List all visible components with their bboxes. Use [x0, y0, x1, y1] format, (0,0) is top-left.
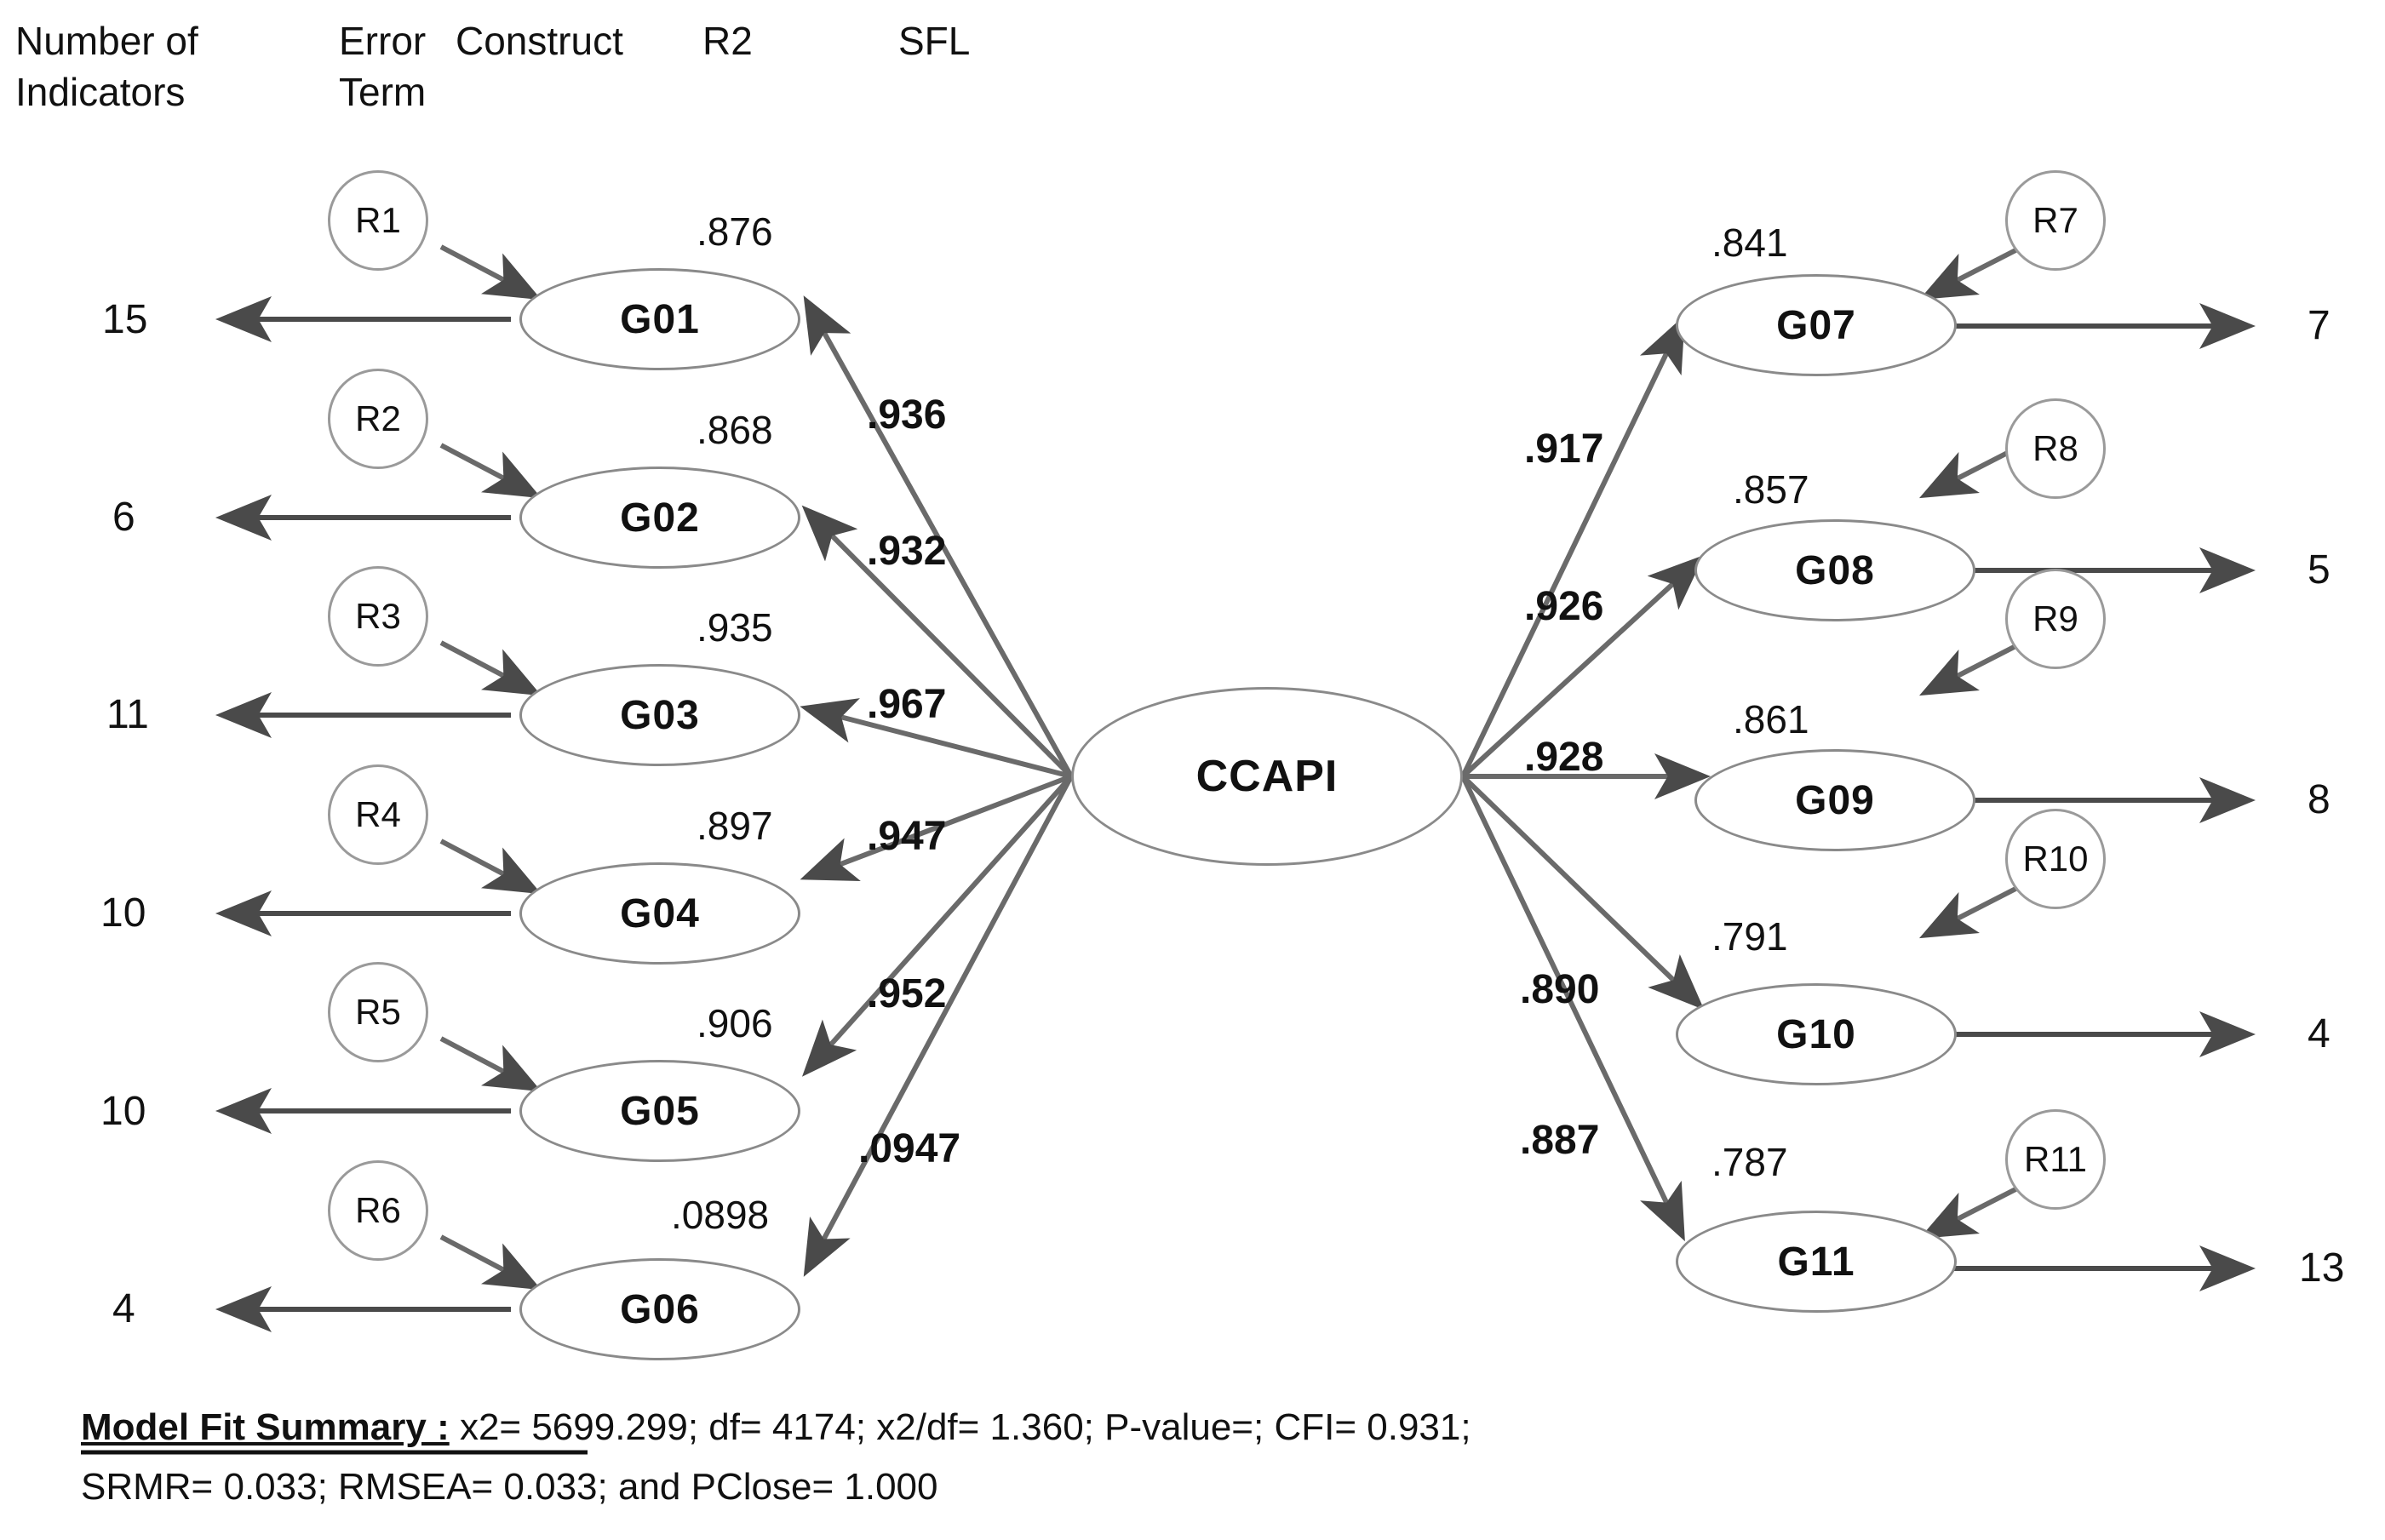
- header-error-term: Error Term: [339, 19, 427, 114]
- construct-label: G11: [1777, 1239, 1855, 1285]
- error-term-r11[interactable]: R11: [2005, 1109, 2106, 1210]
- model-fit-summary-line-1: Model Fit Summary : x2= 5699.299; df= 41…: [81, 1403, 1471, 1452]
- error-term-r4[interactable]: R4: [328, 764, 428, 865]
- construct-label: G03: [620, 692, 700, 738]
- indicator-count-g06: 4: [112, 1286, 135, 1331]
- sfl-value-g01: .936: [867, 392, 947, 438]
- construct-label: G06: [620, 1286, 700, 1332]
- error-term-label: R11: [2024, 1139, 2087, 1179]
- sfl-value-g02: .932: [867, 529, 947, 574]
- construct-label: G04: [620, 890, 700, 936]
- model-fit-summary-title: Model Fit Summary :: [81, 1406, 450, 1448]
- construct-g11[interactable]: G11: [1676, 1211, 1957, 1313]
- error-term-label: R8: [2032, 428, 2078, 468]
- r2-value-g05: .906: [697, 1001, 773, 1045]
- error-term-label: R5: [355, 992, 401, 1032]
- construct-g04[interactable]: G04: [519, 862, 800, 965]
- sfl-value-g03: .967: [867, 682, 947, 727]
- right-error-arrows: [1918, 244, 2024, 1239]
- error-term-label: R10: [2022, 839, 2089, 879]
- error-term-r7[interactable]: R7: [2005, 170, 2106, 271]
- header-r2: R2: [702, 19, 753, 63]
- latent-construct-ccapi[interactable]: CCAPI: [1071, 687, 1463, 866]
- r2-value-g08: .857: [1733, 467, 1809, 512]
- model-fit-summary-line-2: SRMR= 0.033; RMSEA= 0.033; and PClose= 1…: [81, 1466, 938, 1508]
- construct-g01[interactable]: G01: [519, 268, 800, 370]
- sfl-value-g10: .890: [1520, 967, 1600, 1012]
- error-term-label: R7: [2032, 200, 2078, 240]
- r2-value-g09: .861: [1733, 697, 1809, 741]
- sfl-value-g07: .917: [1524, 427, 1604, 472]
- indicator-count-g07: 7: [2308, 303, 2331, 348]
- construct-label: G02: [620, 495, 700, 541]
- sfl-value-g09: .928: [1524, 735, 1604, 780]
- construct-g08[interactable]: G08: [1694, 519, 1975, 621]
- r2-value-g11: .787: [1711, 1140, 1788, 1184]
- indicator-count-g02: 6: [112, 495, 135, 540]
- indicator-count-g03: 11: [106, 692, 149, 737]
- construct-g07[interactable]: G07: [1676, 274, 1957, 376]
- indicator-count-g10: 4: [2308, 1011, 2331, 1056]
- r2-value-g03: .935: [697, 605, 773, 650]
- indicator-count-g11: 13: [2299, 1245, 2345, 1291]
- r2-value-g02: .868: [697, 408, 773, 452]
- header-number-of-indicators: Number of Indicators: [15, 19, 198, 114]
- construct-g06[interactable]: G06: [519, 1258, 800, 1360]
- sfl-value-g11: .887: [1520, 1118, 1600, 1163]
- construct-label: G08: [1795, 547, 1875, 593]
- r2-value-g07: .841: [1711, 220, 1788, 265]
- indicator-count-g04: 10: [100, 890, 146, 936]
- latent-label: CCAPI: [1195, 752, 1339, 801]
- error-term-r8[interactable]: R8: [2005, 398, 2106, 499]
- r2-value-g04: .897: [697, 804, 773, 848]
- indicator-count-g09: 8: [2308, 777, 2331, 822]
- r2-value-g01: .876: [697, 209, 773, 254]
- construct-g02[interactable]: G02: [519, 467, 800, 569]
- error-term-r9[interactable]: R9: [2005, 569, 2106, 669]
- error-term-label: R6: [355, 1190, 401, 1230]
- construct-g05[interactable]: G05: [519, 1060, 800, 1162]
- error-term-r3[interactable]: R3: [328, 566, 428, 667]
- header-construct: Construct: [456, 19, 623, 63]
- left-error-arrows: [439, 244, 542, 1291]
- error-term-label: R4: [355, 794, 401, 834]
- sfl-value-g05: .952: [867, 971, 947, 1016]
- error-term-r6[interactable]: R6: [328, 1160, 428, 1261]
- construct-g03[interactable]: G03: [519, 664, 800, 766]
- construct-g09[interactable]: G09: [1694, 749, 1975, 851]
- construct-label: G01: [620, 296, 700, 342]
- model-fit-summary-values-1: x2= 5699.299; df= 4174; x2/df= 1.360; P-…: [449, 1406, 1471, 1448]
- construct-label: G10: [1776, 1011, 1856, 1057]
- construct-g10[interactable]: G10: [1676, 983, 1957, 1085]
- r2-value-g10: .791: [1711, 914, 1788, 959]
- error-term-label: R9: [2032, 598, 2078, 638]
- error-term-r5[interactable]: R5: [328, 962, 428, 1062]
- construct-label: G09: [1795, 777, 1875, 823]
- indicator-count-g01: 15: [102, 297, 148, 342]
- header-sfl: SFL: [898, 19, 971, 63]
- error-term-label: R3: [355, 596, 401, 636]
- indicator-count-g08: 5: [2308, 547, 2331, 593]
- sfl-value-g06: .0947: [858, 1126, 961, 1171]
- error-term-r1[interactable]: R1: [328, 170, 428, 271]
- error-term-label: R2: [355, 398, 401, 438]
- error-term-label: R1: [355, 200, 401, 240]
- r2-value-g06: .0898: [671, 1193, 770, 1237]
- error-term-r10[interactable]: R10: [2005, 809, 2106, 909]
- construct-label: G05: [620, 1088, 700, 1134]
- sfl-value-g08: .926: [1524, 584, 1604, 629]
- indicator-count-g05: 10: [100, 1089, 146, 1134]
- error-term-r2[interactable]: R2: [328, 369, 428, 469]
- sfl-value-g04: .947: [867, 814, 947, 859]
- construct-label: G07: [1776, 302, 1856, 348]
